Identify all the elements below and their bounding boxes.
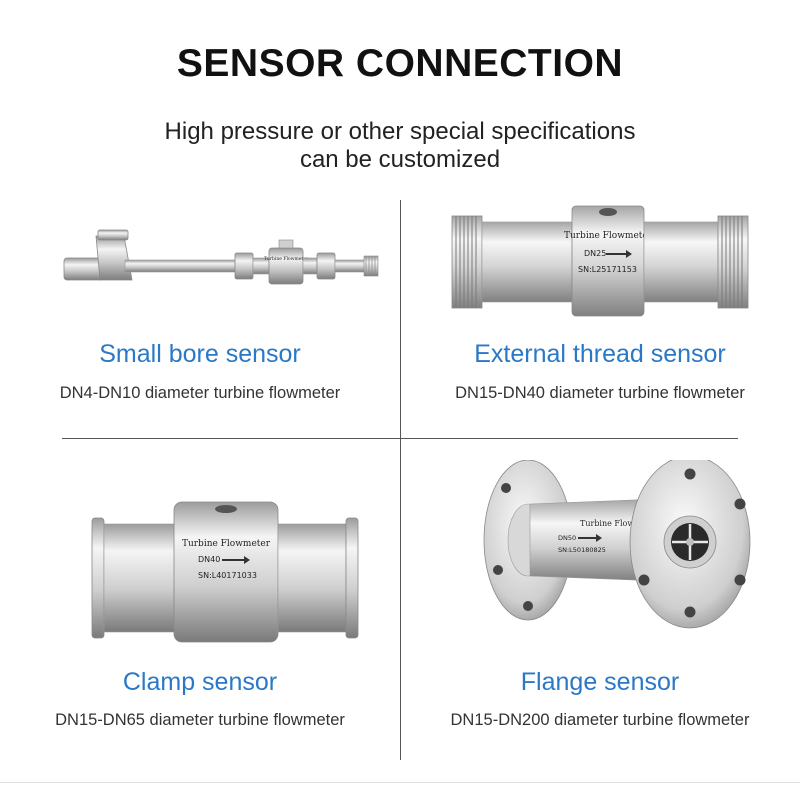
external-thread-plate-size: DN25: [584, 249, 606, 258]
sensor-desc-external-thread: DN15-DN40 diameter turbine flowmeter: [455, 384, 745, 402]
sensor-card-small-bore: Turbine Flowmeter Small bore sensor DN4-…: [0, 196, 400, 436]
vertical-divider: [400, 200, 401, 760]
clamp-sensor-image: Turbine Flowmeter DN40 SN:L40171033: [0, 460, 400, 660]
sensor-card-clamp: Turbine Flowmeter DN40 SN:L40171033 Clam…: [0, 460, 400, 729]
sensor-name-flange: Flange sensor: [520, 668, 680, 696]
flange-plate-sn: SN:L50180825: [558, 546, 606, 554]
sensor-card-external-thread: Turbine Flowmeter DN25 SN:L25171153 Exte…: [400, 196, 800, 436]
page-subtitle: High pressure or other special specifica…: [0, 118, 800, 174]
sensor-name-small-bore: Small bore sensor: [99, 340, 301, 368]
external-thread-sensor-image: Turbine Flowmeter DN25 SN:L25171153: [400, 196, 800, 336]
external-thread-plate-sn: SN:L25171153: [578, 265, 637, 274]
flange-plate-brand: Turbine Flowmeter: [580, 519, 658, 528]
page-title: SENSOR CONNECTION: [176, 42, 624, 85]
subtitle-line-2: can be customized: [299, 146, 501, 173]
sensor-name-clamp: Clamp sensor: [122, 668, 278, 696]
footer-divider: [0, 782, 800, 783]
small-bore-plate-brand: Turbine Flowmeter: [264, 256, 309, 262]
sensor-desc-clamp: DN15-DN65 diameter turbine flowmeter: [55, 711, 345, 729]
flange-sensor-image: Turbine Flowmeter DN50 SN:L50180825: [400, 460, 800, 660]
sensor-card-flange: Turbine Flowmeter DN50 SN:L50180825 Flan…: [400, 460, 800, 729]
sensor-desc-small-bore: DN4-DN10 diameter turbine flowmeter: [59, 384, 341, 402]
external-thread-plate-brand: Turbine Flowmeter: [564, 231, 653, 241]
sensor-name-external-thread: External thread sensor: [474, 340, 726, 368]
sensor-desc-flange: DN15-DN200 diameter turbine flowmeter: [450, 711, 750, 729]
clamp-plate-size: DN40: [198, 555, 220, 564]
clamp-plate-sn: SN:L40171033: [198, 571, 257, 580]
horizontal-divider: [62, 438, 738, 439]
flange-plate-size: DN50: [558, 534, 576, 542]
clamp-plate-brand: Turbine Flowmeter: [182, 539, 271, 549]
small-bore-sensor-image: Turbine Flowmeter: [0, 196, 400, 336]
subtitle-line-1: High pressure or other special specifica…: [164, 118, 636, 145]
